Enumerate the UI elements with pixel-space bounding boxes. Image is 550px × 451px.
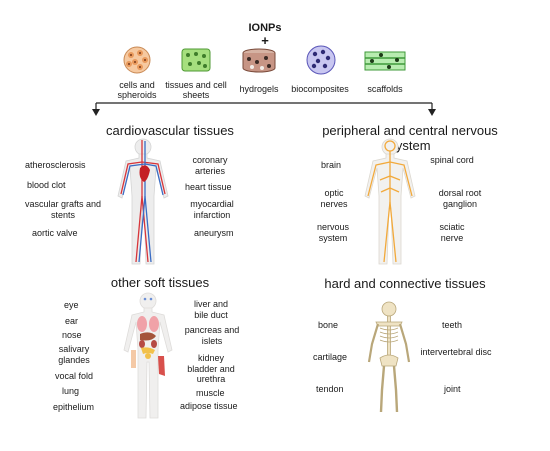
soft-right-label: liver and bile duct <box>193 299 229 320</box>
soft-left-label: eye <box>64 300 79 310</box>
soft-left-label: lung <box>62 386 80 396</box>
soft-right-label: muscle <box>196 388 225 398</box>
scaffold-icon <box>364 51 406 71</box>
cells-spheroids-icon <box>123 46 151 74</box>
nervous-right-label: dorsal root ganglion <box>438 188 482 209</box>
soft-left-label: nose <box>62 330 82 340</box>
hard-left-label: cartilage <box>313 352 348 362</box>
material-label: biocomposites <box>291 84 349 94</box>
ionps-title: IONPs <box>248 22 282 34</box>
cardio-left-label: atherosclerosis <box>25 160 86 170</box>
hard-left-label: tendon <box>316 384 344 394</box>
material-label: cells and spheroids <box>117 80 157 100</box>
skeleton-icon <box>367 301 411 413</box>
organs-body-icon <box>123 292 173 419</box>
hard-right-label: teeth <box>442 320 463 330</box>
cardio-right-label: aneurysm <box>194 228 234 238</box>
material-label: tissues and cell sheets <box>165 80 227 100</box>
cardio-right-label: myocardial infarction <box>190 199 234 220</box>
cardio-left-label: aortic valve <box>32 228 78 238</box>
hard-right-label: joint <box>444 384 461 394</box>
soft-left-label: vocal fold <box>55 371 94 381</box>
circulatory-body-icon <box>117 138 169 265</box>
soft-right-label: adipose tissue <box>180 401 238 411</box>
nervous-body-icon <box>364 138 416 265</box>
plus-sign: + <box>261 33 269 48</box>
soft-left-label: ear <box>65 316 79 326</box>
hard-tissues-title: hard and connective tissues <box>324 276 486 291</box>
soft-tissues-title: other soft tissues <box>110 275 210 290</box>
material-label: scaffolds <box>367 84 403 94</box>
cardio-left-label: vascular grafts and stents <box>24 199 102 220</box>
soft-left-label: epithelium <box>53 402 95 412</box>
soft-right-label: kidney bladder and urethra <box>187 353 235 384</box>
tissue-sheet-icon <box>181 48 211 72</box>
cardiovascular-title: cardiovascular tissues <box>106 123 234 138</box>
hard-left-label: bone <box>318 320 339 330</box>
soft-left-label: salivary glandes <box>58 344 90 365</box>
cardio-left-label: blood clot <box>27 180 66 190</box>
branch-arrows <box>92 102 436 116</box>
material-label: hydrogels <box>239 84 279 94</box>
hard-right-label: intervertebral disc <box>420 347 492 357</box>
nervous-left-label: optic nerves <box>320 188 348 209</box>
nervous-right-label: sciatic nerve <box>439 222 465 243</box>
soft-right-label: pancreas and islets <box>184 325 240 346</box>
cardio-right-label: heart tissue <box>185 182 232 192</box>
biocomposite-icon <box>306 45 336 75</box>
nervous-system-title: peripheral and central nervous system <box>322 123 498 153</box>
nervous-right-label: spinal cord <box>430 155 474 165</box>
hydrogel-icon <box>242 48 276 73</box>
cardio-right-label: coronary arteries <box>192 155 228 176</box>
nervous-left-label: brain <box>321 160 342 170</box>
nervous-left-label: nervous system <box>316 222 350 243</box>
